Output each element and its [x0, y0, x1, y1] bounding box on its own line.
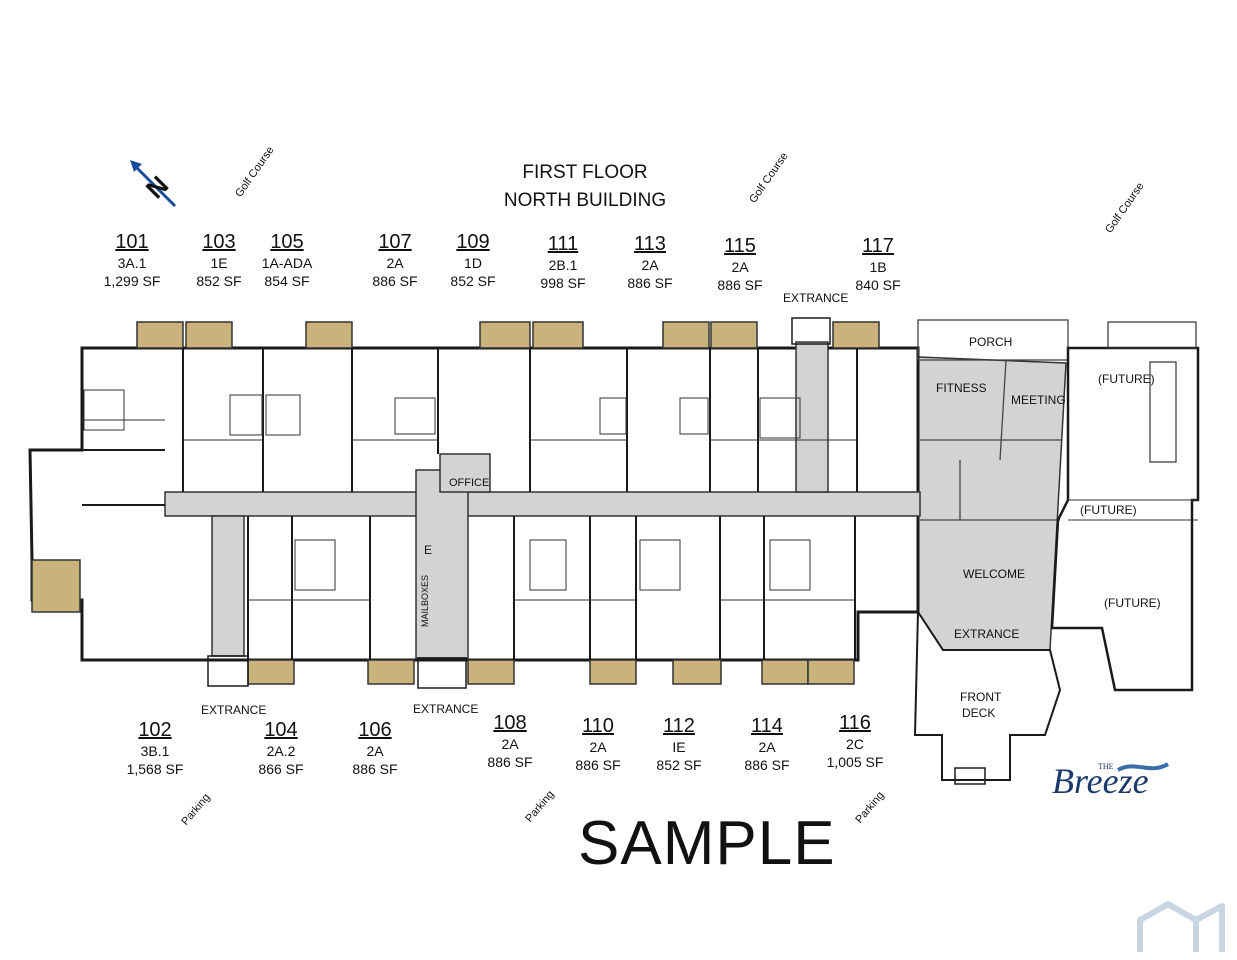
stair-north: [795, 341, 829, 493]
floor-title: FIRST FLOOR: [522, 162, 648, 183]
meeting-label: MEETING: [1011, 393, 1066, 407]
corridor: [164, 491, 921, 517]
brand-prefix: THE: [1098, 762, 1114, 771]
mailboxes-label: MAILBOXES: [420, 574, 430, 627]
fitness-label: FITNESS: [936, 381, 987, 395]
future-wing: [1050, 346, 1200, 692]
future-label-3: (FUTURE): [1104, 596, 1161, 610]
future-label-1: (FUTURE): [1098, 372, 1155, 386]
front-deck: [913, 608, 1062, 781]
office: [439, 453, 491, 493]
brand-logo: Breeze: [1052, 761, 1149, 801]
entrance-top-label: EXTRANCE: [783, 291, 849, 305]
unit-walls: [82, 348, 858, 660]
entrance-bottom-left-label: EXTRANCE: [201, 703, 267, 717]
amenity-walls: [917, 319, 1069, 521]
elevator-label: E: [424, 543, 433, 557]
building-outline: [28, 346, 920, 662]
sample-watermark: SAMPLE: [578, 809, 836, 878]
entrance-bottom-left: [207, 655, 249, 687]
mailbox-lobby: [415, 469, 469, 659]
office-label: OFFICE: [449, 477, 490, 489]
deck-steps: [954, 767, 986, 785]
stair-west: [211, 515, 245, 657]
porch-label: PORCH: [969, 335, 1013, 349]
future-balcony: [1107, 321, 1197, 349]
front-deck-label-1: FRONT: [960, 690, 1002, 704]
entrance-top: [791, 317, 831, 345]
future-stair: [1149, 361, 1177, 463]
interior-walls: [82, 389, 857, 601]
future-label-2: (FUTURE): [1080, 503, 1137, 517]
building-title: NORTH BUILDING: [503, 190, 667, 211]
welcome-label: WELCOME: [963, 567, 1026, 581]
north-arrow-icon: [130, 160, 177, 208]
front-deck-label-2: DECK: [962, 706, 996, 720]
bottom-balconies: [31, 559, 855, 685]
entrance-bottom-center-label: EXTRANCE: [413, 702, 479, 716]
entrance-bottom-center: [417, 657, 467, 689]
amenity-extrance-label: EXTRANCE: [954, 627, 1020, 641]
top-balconies: [136, 321, 880, 349]
